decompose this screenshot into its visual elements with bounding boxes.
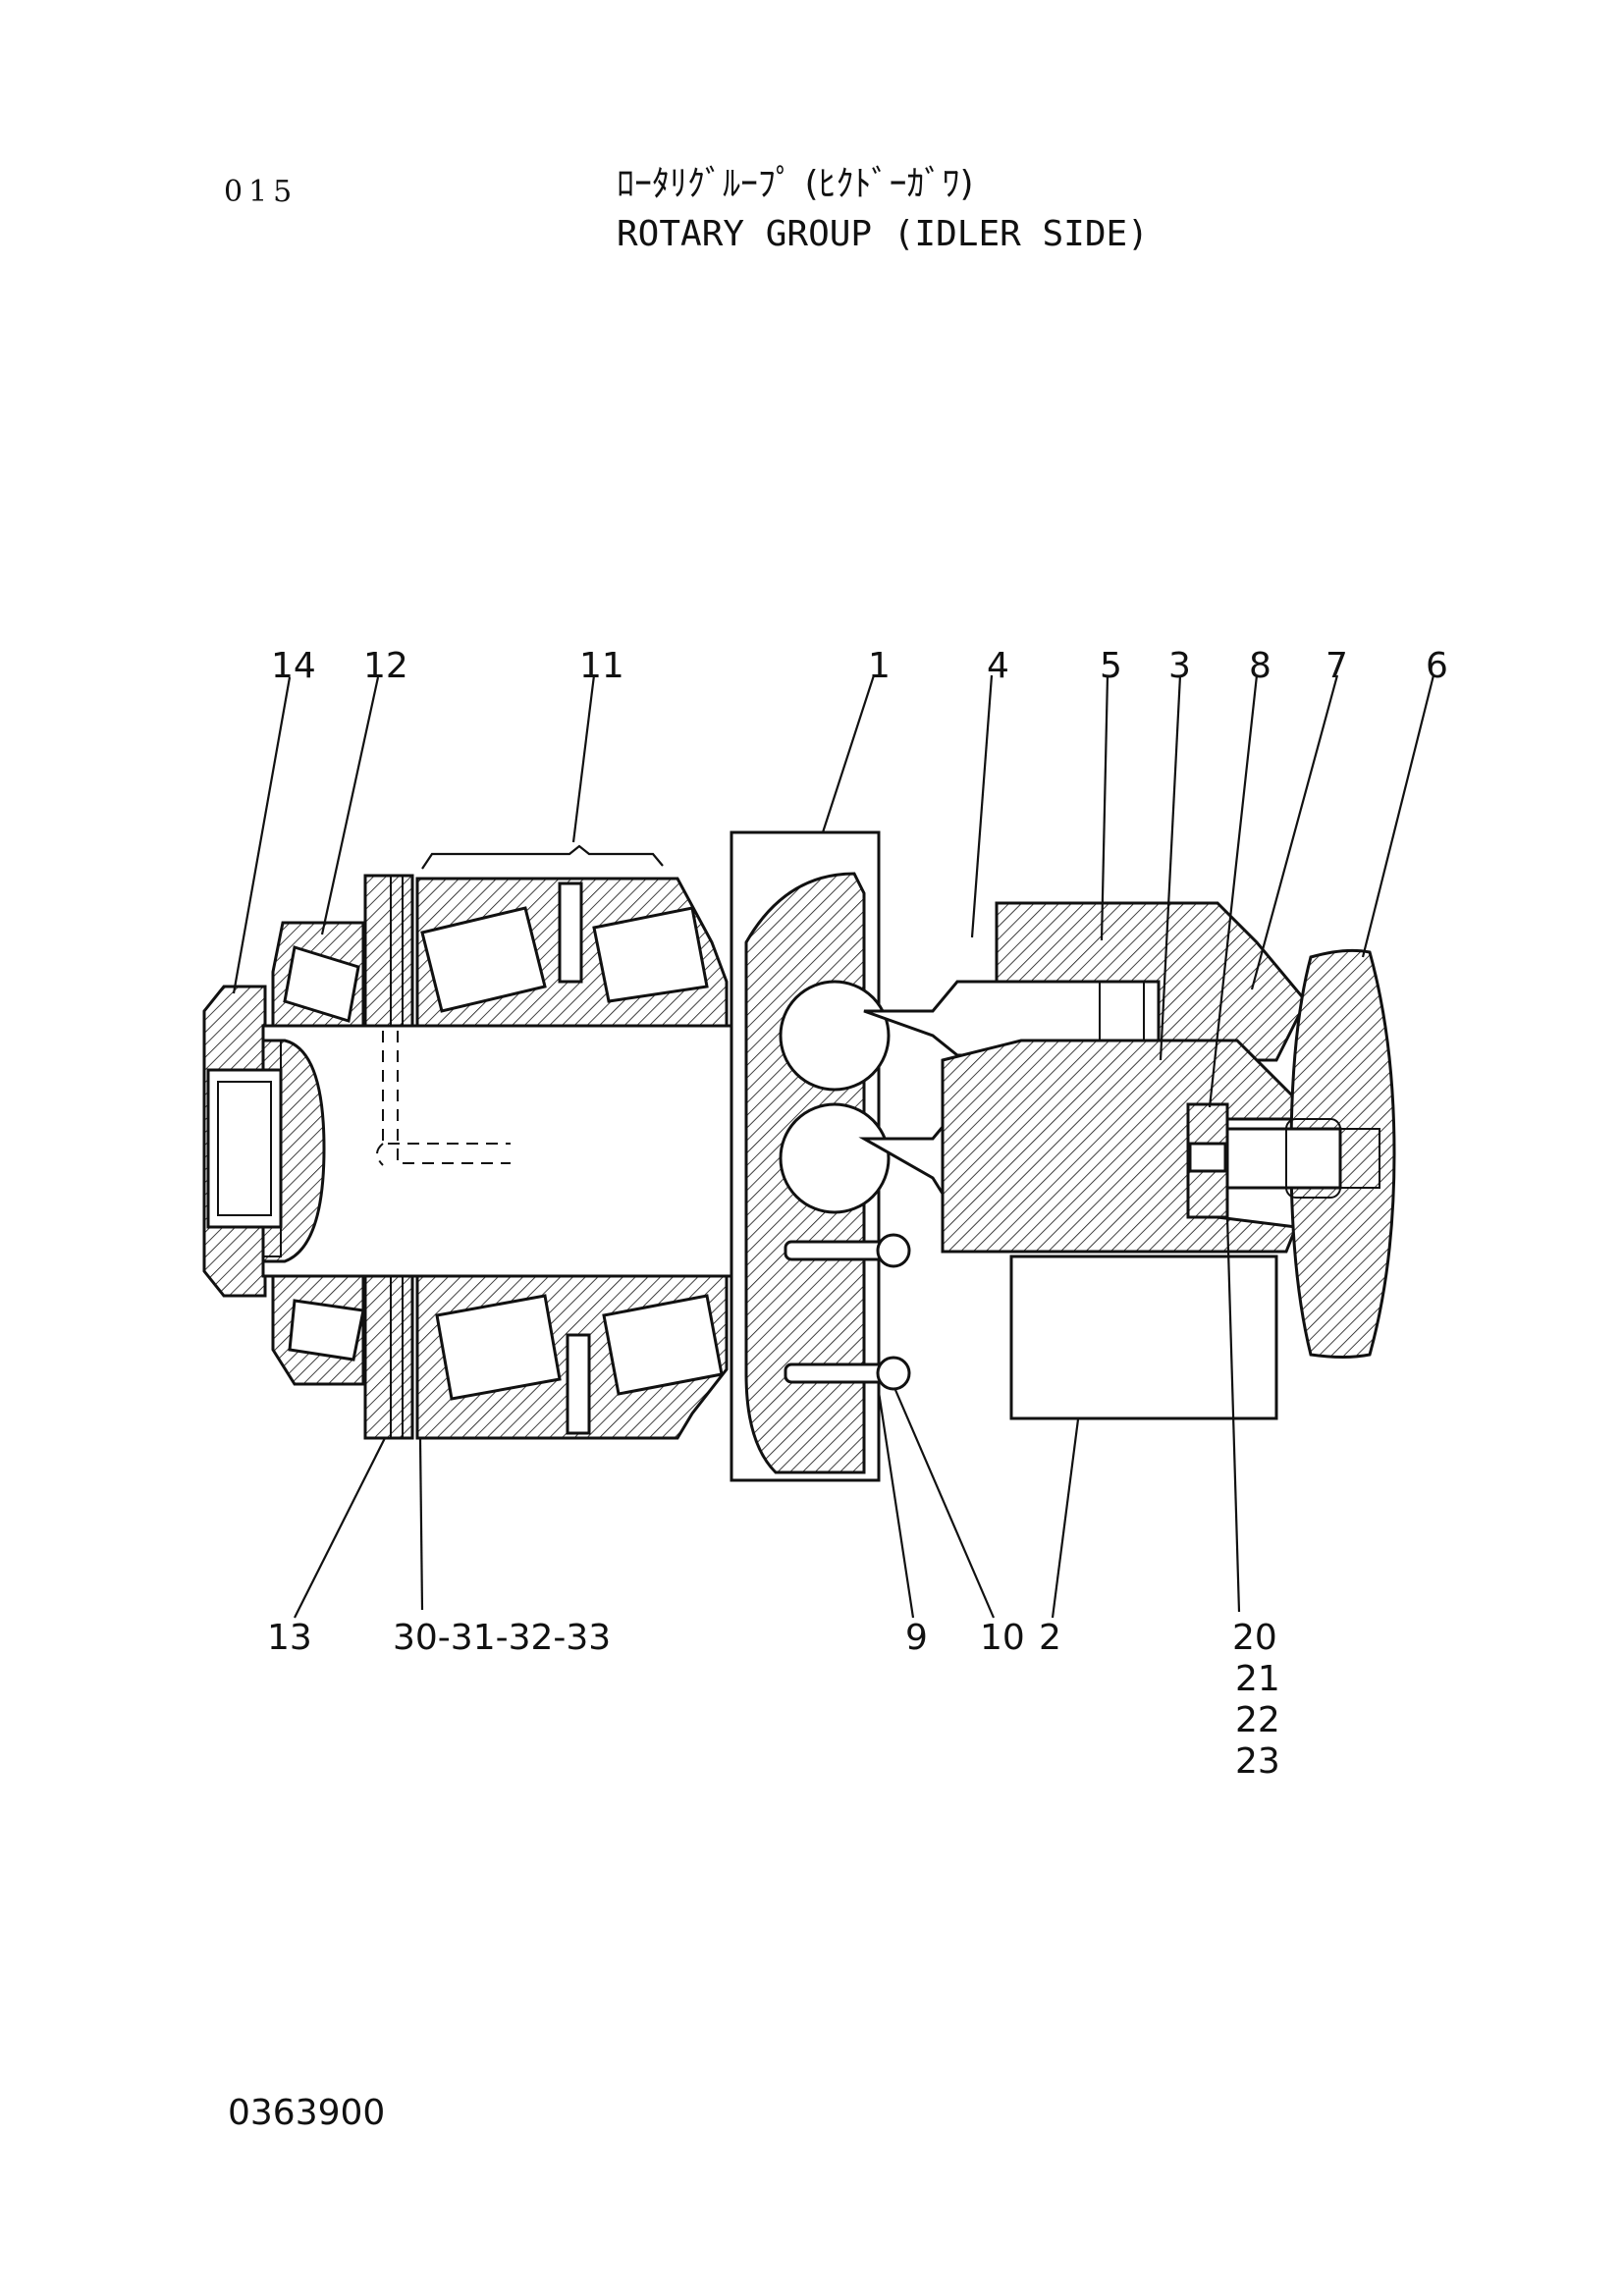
shaft-assembly [202,874,736,1440]
cylinder-block-part-2 [858,901,1396,1420]
shaft-part-11 [261,1024,736,1278]
callout-1: 1 [868,646,891,686]
callout-21: 21 [1235,1659,1280,1699]
callout-11: 11 [579,646,624,686]
callout-14: 14 [271,646,316,686]
callout-10: 10 [980,1618,1025,1658]
callout-9: 9 [905,1618,928,1658]
title-japanese: ﾛｰﾀﾘｸﾞﾙｰﾌﾟ (ﾋｸﾄﾞｰｶﾞﾜ) [617,164,974,204]
callout-5: 5 [1100,646,1122,686]
taper-roller-lower-2 [602,1294,724,1396]
ball-socket-lower [779,1102,891,1214]
callout-7: 7 [1325,646,1348,686]
page-number: 015 [224,175,298,209]
callout-13: 13 [267,1618,312,1658]
taper-roller-lower-1 [435,1294,562,1401]
callout-22: 22 [1235,1700,1280,1740]
callout-30-31-32-33: 30-31-32-33 [393,1618,611,1658]
bolt-head-part-10 [876,1233,911,1268]
center-pin-part-3 [1225,1127,1342,1190]
callout-6: 6 [1426,646,1448,686]
callout-3: 3 [1168,646,1191,686]
shaft-end-recess [206,1068,283,1229]
ball-socket-upper [779,980,891,1092]
title-english: ROTARY GROUP (IDLER SIDE) [617,214,1149,254]
leader-lines [232,674,1435,1619]
drawing-number: 0363900 [228,2093,386,2133]
callout-2: 2 [1039,1618,1061,1658]
taper-roller-upper-2 [592,906,709,1003]
callout-bracket-11 [421,844,664,870]
callout-8: 8 [1249,646,1271,686]
housing-part-13 [363,874,414,1028]
taper-roller-upper-1 [420,906,547,1013]
callout-12: 12 [363,646,408,686]
callout-4: 4 [987,646,1009,686]
drive-flange-part-1 [730,830,911,1482]
callout-23: 23 [1235,1741,1280,1782]
callout-20: 20 [1232,1618,1277,1658]
